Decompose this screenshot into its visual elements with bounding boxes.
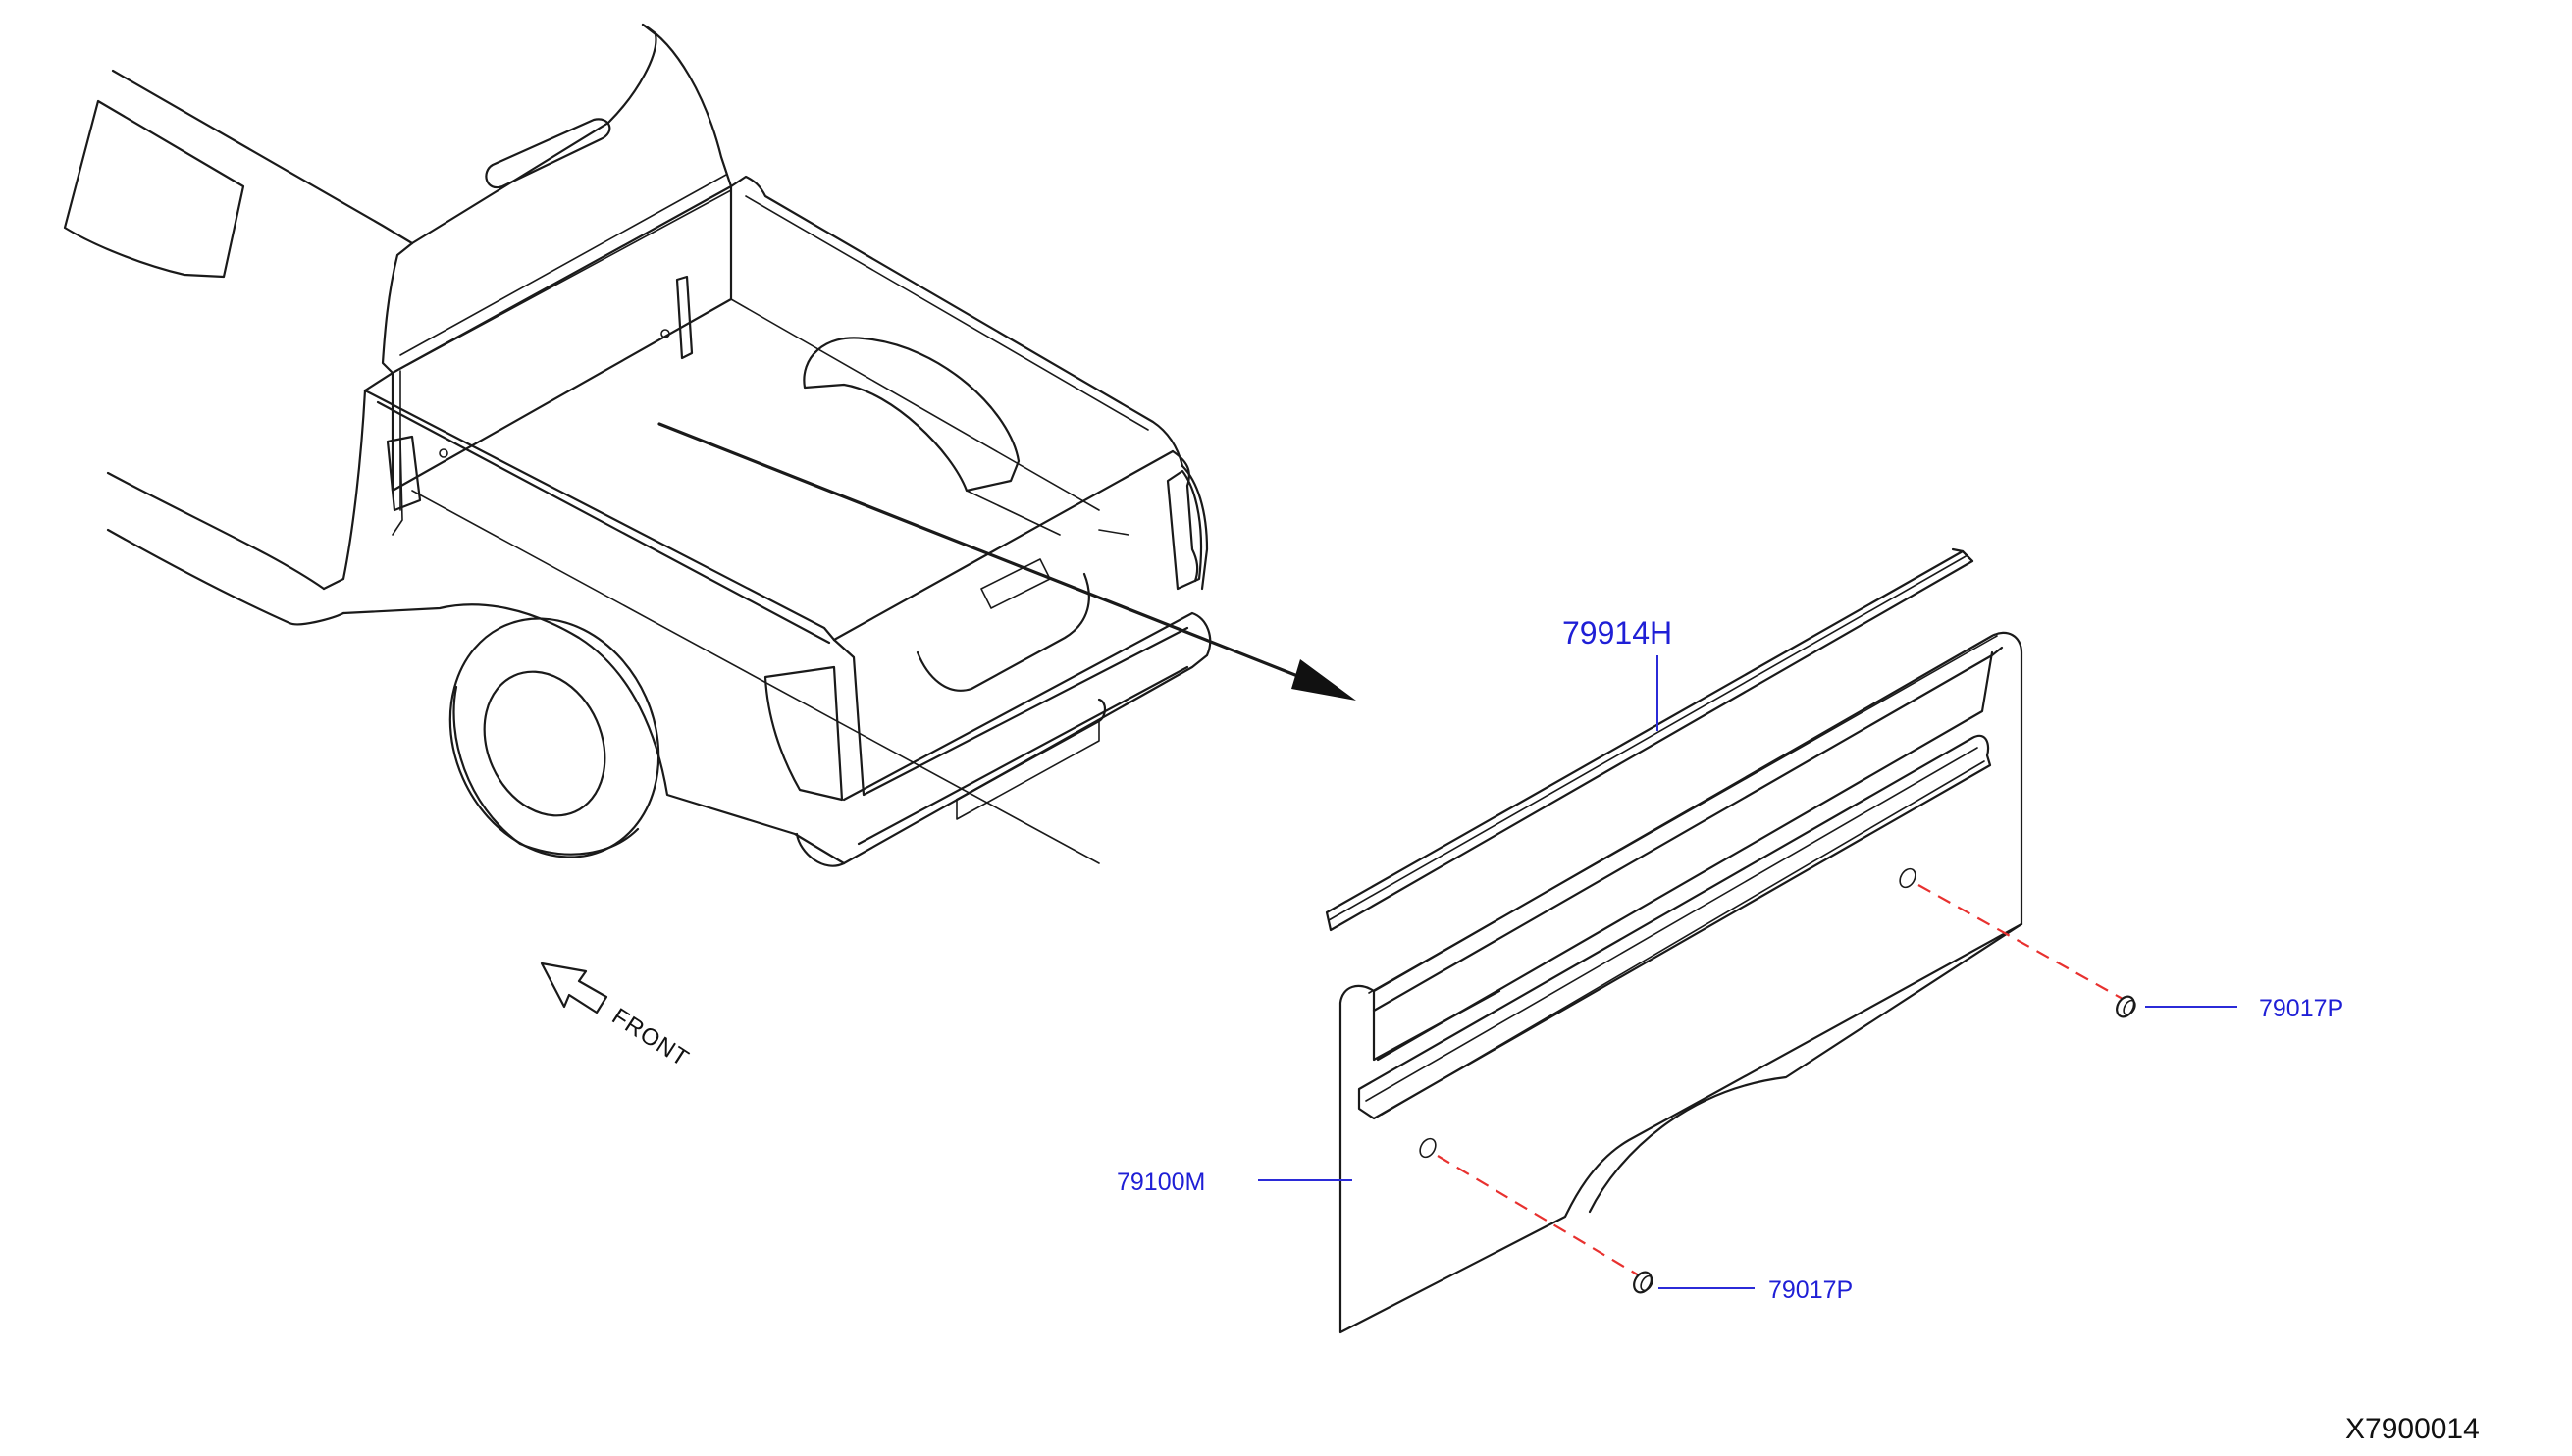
truck-illustration [63, 23, 1212, 867]
guide-line-lower [1437, 1155, 1640, 1276]
part-label-79017P-upper[interactable]: 79017P [2259, 995, 2343, 1022]
panel-hole-upper [1899, 867, 1916, 889]
part-79017P-plug-upper [2116, 995, 2136, 1018]
part-label-79017P-lower[interactable]: 79017P [1768, 1276, 1853, 1304]
part-79100M-panel [1338, 631, 2023, 1334]
part-79017P-plug-lower [1633, 1271, 1653, 1294]
front-arrow-icon [540, 962, 608, 1014]
part-label-79914H[interactable]: 79914H [1562, 615, 1672, 650]
diagram-id: X7900014 [2345, 1413, 2480, 1445]
panel-hole-lower [1419, 1137, 1437, 1159]
part-label-79100M[interactable]: 79100M [1117, 1169, 1205, 1196]
guide-line-upper [1917, 884, 2124, 1000]
front-label: FRONT [607, 1003, 694, 1071]
part-79914H-rail [1325, 547, 1974, 932]
pointer-arrow [657, 422, 1356, 701]
front-direction-indicator: FRONT [540, 962, 694, 1072]
